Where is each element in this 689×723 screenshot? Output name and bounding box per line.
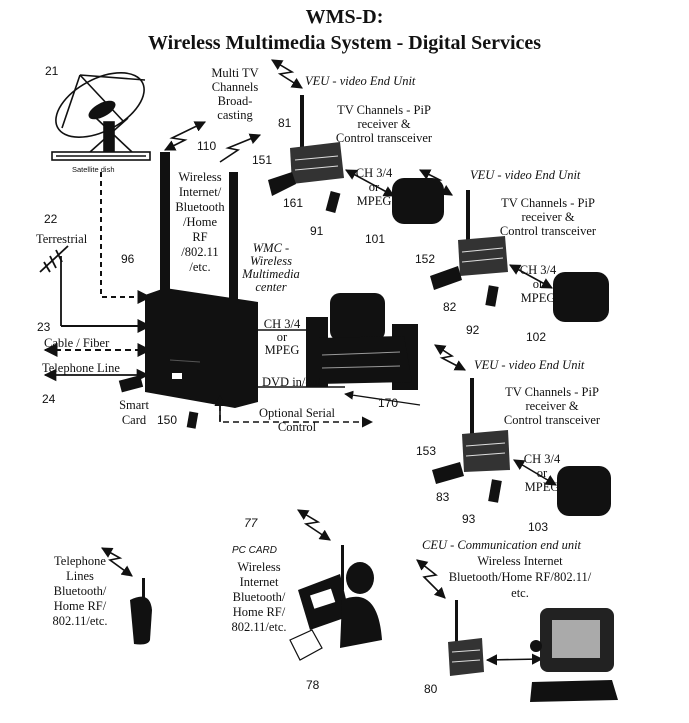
veu-3-output: CH 3/4 or MPEG — [523, 452, 561, 494]
pc-card-title: PC CARD — [232, 545, 278, 556]
ref-veu-1-tv: 101 — [365, 232, 386, 246]
ref-satellite: 21 — [45, 64, 59, 78]
veu-2-output: CH 3/4 or MPEG — [519, 263, 557, 305]
ref-pc-card: 77 — [244, 516, 258, 530]
ref-veu-2-tv: 102 — [526, 330, 547, 344]
telephone-line-label: Telephone Line — [42, 361, 120, 375]
ref-veu-1-antenna: 81 — [278, 116, 292, 130]
ref-telephone: 24 — [42, 392, 56, 406]
satellite-feed-line — [100, 172, 152, 304]
ref-dvd: 170 — [378, 396, 399, 410]
ceu-title: CEU - Communication end unit — [422, 538, 582, 552]
satellite-dish-icon — [51, 72, 151, 161]
ceu-label: Wireless Internet Bluetooth/Home RF/802.… — [448, 554, 592, 600]
veu-1-title: VEU - video End Unit — [305, 74, 416, 88]
diagram-title-line2: Wireless Multimedia System - Digital Ser… — [147, 32, 542, 54]
ref-cable: 23 — [37, 320, 51, 334]
ref-smart-card: 150 — [157, 413, 178, 427]
satellite-dish-caption: Satellite dish — [72, 165, 115, 174]
smart-card-icon — [118, 375, 144, 393]
ceu-unit-icon — [448, 600, 484, 676]
laptop-user-icon — [289, 545, 382, 661]
cable-fiber-label: Cable / Fiber — [44, 336, 110, 350]
wmc-box-icon — [145, 152, 258, 408]
ref-terrestrial: 22 — [44, 212, 58, 226]
wmc-output-label: CH 3/4 or MPEG — [263, 317, 301, 357]
veu-1-desc: TV Channels - PiP receiver & Control tra… — [335, 103, 433, 145]
terrestrial-antenna-icon — [39, 245, 69, 326]
serial-control-label: Optional Serial Control — [258, 406, 336, 434]
broadcast-label: Multi TV Channels Broad- casting — [211, 66, 259, 122]
ref-veu-3-tv: 103 — [528, 520, 549, 534]
phone-label: Telephone Lines Bluetooth/ Home RF/ 802.… — [52, 554, 108, 628]
ref-veu-1-cable: 161 — [283, 196, 304, 210]
ref-veu-3-box: 153 — [416, 444, 437, 458]
pc-card-label: Wireless Internet Bluetooth/ Home RF/ 80… — [231, 560, 287, 634]
veu-1-output: CH 3/4 or MPEG — [355, 166, 393, 208]
veu-unit-1-icon — [268, 95, 444, 224]
ref-veu-3-remote: 93 — [462, 512, 476, 526]
desktop-computer-icon — [530, 608, 618, 702]
ref-wmc: 96 — [121, 252, 135, 266]
veu-2-desc: TV Channels - PiP receiver & Control tra… — [499, 196, 597, 238]
wmc-remote-icon — [186, 411, 199, 429]
ref-laptop: 78 — [306, 678, 320, 692]
wmc-antenna-text: Wireless Internet/ Bluetooth /Home RF /8… — [175, 170, 225, 274]
ref-ceu: 80 — [424, 682, 438, 696]
broadcast-wireless-arrows — [101, 59, 466, 599]
ref-veu-1-remote: 91 — [310, 224, 324, 238]
ref-veu-2-remote: 92 — [466, 323, 480, 337]
terrestrial-label: Terrestrial — [36, 232, 88, 246]
dvd-in-out-label: DVD in/out — [262, 375, 322, 389]
veu-3-title: VEU - video End Unit — [474, 358, 585, 372]
ref-broadcast: 110 — [197, 139, 217, 153]
ref-veu-2-unit: 82 — [443, 300, 457, 314]
ref-veu-3-unit: 83 — [436, 490, 450, 504]
cordless-phone-icon — [130, 578, 152, 645]
veu-unit-3-icon — [432, 378, 611, 516]
diagram-title-line1: WMS-D: — [305, 6, 384, 28]
veu-unit-2-icon — [430, 190, 609, 322]
wmc-title: WMC - Wireless Multimedia center — [242, 241, 300, 294]
veu-2-title: VEU - video End Unit — [470, 168, 581, 182]
smart-card-label: Smart Card — [119, 398, 149, 427]
ref-veu-2-box: 152 — [415, 252, 436, 266]
ref-veu-1-box: 151 — [252, 153, 273, 167]
dvd-player-icon — [306, 293, 418, 390]
veu-3-desc: TV Channels - PiP receiver & Control tra… — [503, 385, 601, 427]
